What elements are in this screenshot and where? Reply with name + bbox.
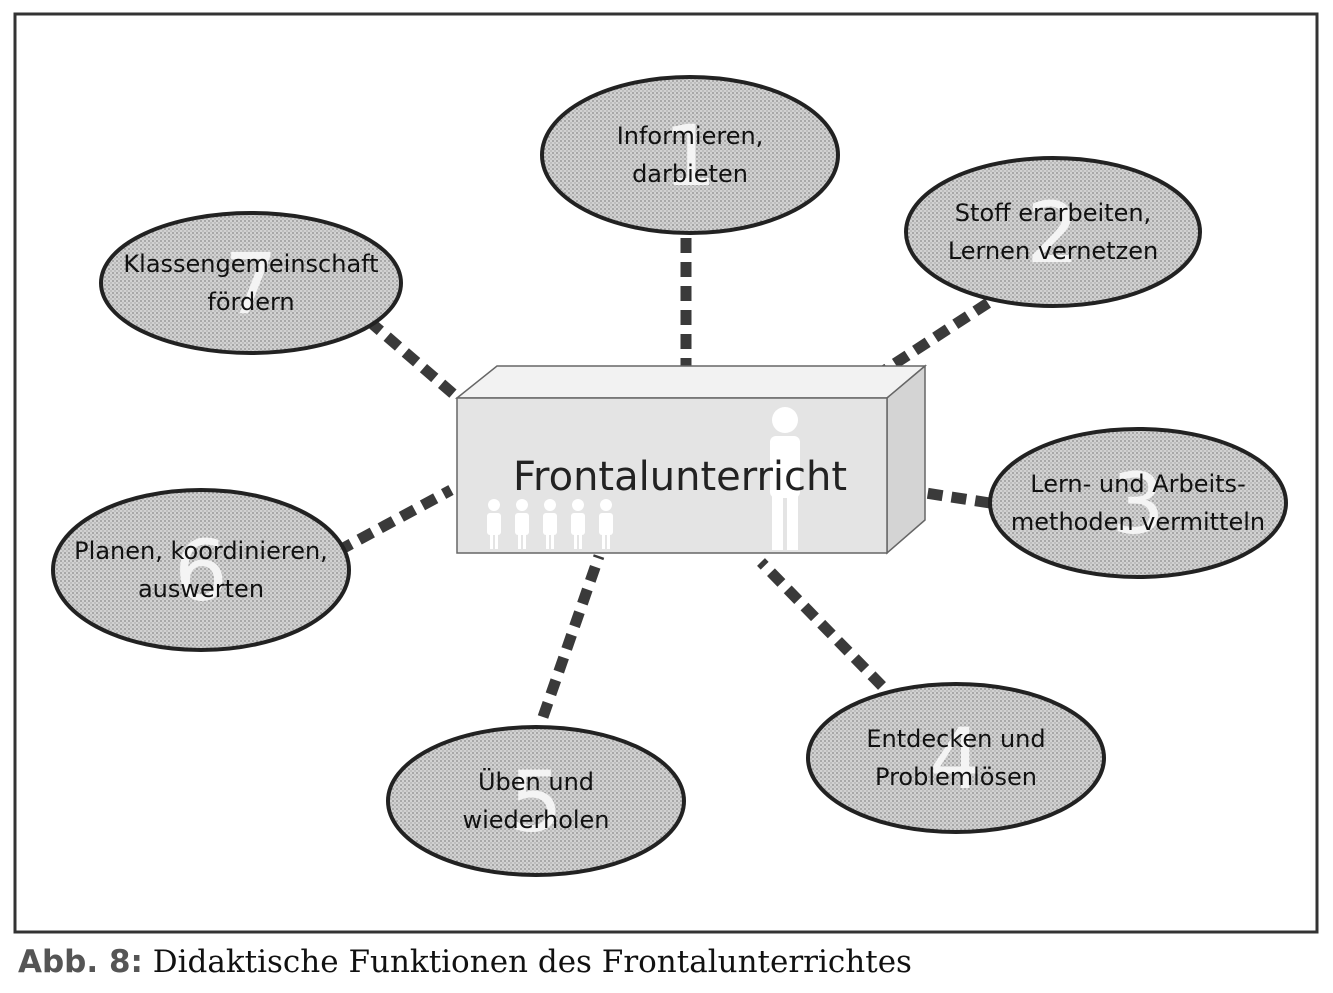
node-5-ellipse [386,725,686,877]
node-7-number: 7 [224,235,277,333]
connector-2 [842,298,991,401]
center-box-side [886,364,926,555]
node-6-label: Planen, koordinieren, [74,537,328,565]
connector-5 [537,554,605,719]
node-1-number: 1 [663,107,716,205]
connector-4 [757,558,886,690]
node-5-number: 5 [509,753,562,851]
center-box-top [454,365,928,399]
teacher-icon [770,407,800,550]
connector-7 [365,316,462,403]
node-4-ellipse [806,682,1106,834]
node-1-ellipse [540,75,840,235]
node-2-ellipse [904,156,1202,308]
figure-caption: Abb. 8: Didaktische Funktionen des Front… [18,944,912,980]
node-7-label: Klassengemeinschaft [123,250,378,278]
node-2-number: 2 [1026,184,1079,282]
connector-6 [335,485,454,556]
node-2-label: Lernen vernetzen [948,237,1158,265]
node-6-ellipse [51,488,351,652]
center-box: Frontalunterricht [454,364,928,555]
node-1-label: Informieren, [617,122,764,150]
node-3-label: methoden vermitteln [1011,508,1265,536]
node-1-label: darbieten [632,160,748,188]
node-3-number: 3 [1111,455,1164,553]
figure-number: Abb. 8: [18,944,143,980]
node-3-ellipse [988,427,1288,579]
node-3-label: Lern- und Arbeits- [1030,470,1245,498]
node-5-label: wiederholen [462,806,609,834]
node-6-label: auswerten [138,575,264,603]
node-2-label: Stoff erarbeiten, [955,199,1151,227]
node-7-ellipse [99,211,403,355]
figure-caption-text: Didaktische Funktionen des Frontalunterr… [142,944,912,980]
node-7-label: fördern [207,288,294,316]
node-4-label: Problemlösen [875,763,1037,791]
node-4-label: Entdecken und [866,725,1045,753]
students-icon [487,499,613,549]
center-label: Frontalunterricht [513,454,847,500]
node-6-number: 6 [174,522,227,620]
node-5-label: Üben und [478,767,594,796]
node-4-number: 4 [929,710,982,808]
